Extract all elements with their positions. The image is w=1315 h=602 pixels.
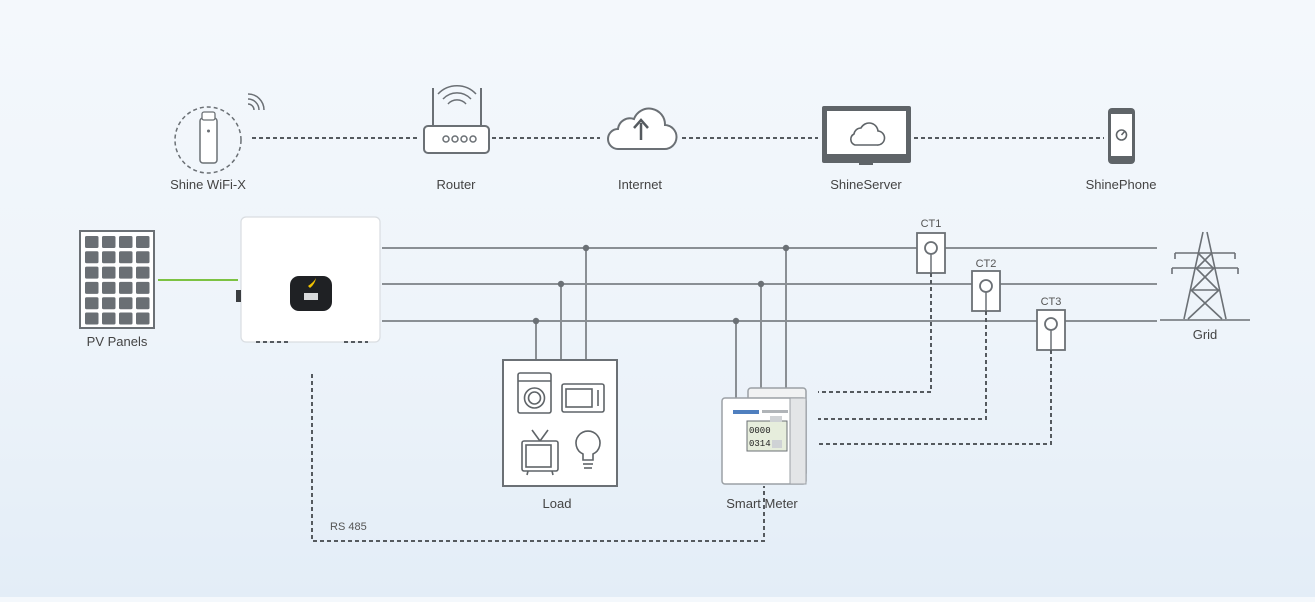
smart-meter-label: Smart Meter — [726, 496, 798, 511]
inverter-icon — [236, 216, 381, 343]
meter-display-line-2: 0314 — [749, 439, 771, 449]
solar-cell — [119, 266, 133, 279]
cloud-upload-icon — [607, 107, 678, 151]
solar-cell — [102, 266, 116, 279]
solar-panel-icon — [79, 230, 155, 329]
router-label: Router — [436, 177, 476, 192]
solar-cell — [119, 236, 133, 248]
solar-cell — [119, 312, 133, 325]
solar-cell — [85, 251, 99, 264]
solar-cell — [136, 312, 150, 325]
solar-cell — [136, 297, 150, 310]
wireless-signal-icon — [247, 93, 265, 111]
grid-tower-icon — [1160, 231, 1250, 321]
light-bulb-icon — [575, 430, 601, 469]
wifi-dongle-icon — [174, 106, 242, 174]
solar-cell — [136, 251, 150, 264]
solar-cell — [136, 281, 150, 294]
ac-power-lines — [382, 247, 1157, 402]
washing-machine-icon — [517, 372, 552, 414]
load-label: Load — [542, 496, 572, 511]
solar-cell — [85, 281, 99, 294]
smartphone-icon — [1108, 108, 1135, 164]
server-monitor-icon — [822, 106, 911, 165]
shine-phone-label: ShinePhone — [1085, 177, 1157, 192]
meter-display-line-1: 0000 — [749, 426, 771, 436]
ct2-label: CT2 — [975, 258, 997, 270]
ct3-sensor-icon — [1036, 309, 1066, 351]
solar-cell — [85, 266, 99, 279]
solar-cell — [102, 281, 116, 294]
ct3-label: CT3 — [1040, 296, 1062, 308]
grid-label: Grid — [1192, 327, 1218, 342]
solar-cell — [102, 236, 116, 248]
ct1-label: CT1 — [920, 218, 942, 230]
solar-cell — [136, 236, 150, 248]
rs485-label: RS 485 — [330, 521, 367, 533]
ct2-sensor-icon — [971, 270, 1001, 312]
ct1-sensor-icon — [916, 232, 946, 274]
ct-signal-links — [818, 273, 1052, 445]
junction-dots — [532, 244, 790, 325]
router-icon — [423, 85, 490, 154]
solar-cell — [102, 312, 116, 325]
smart-meter-icon: 0000 0314 — [721, 387, 807, 485]
solar-cell — [136, 266, 150, 279]
solar-cell — [85, 236, 99, 248]
solar-cell — [102, 251, 116, 264]
solar-cell — [85, 297, 99, 310]
solar-cell — [102, 297, 116, 310]
rs485-link — [311, 374, 765, 542]
television-icon — [521, 429, 559, 476]
solar-cell — [119, 297, 133, 310]
internet-label: Internet — [617, 177, 663, 192]
solar-cell — [119, 281, 133, 294]
microwave-icon — [561, 383, 605, 413]
pv-panels-label: PV Panels — [86, 334, 148, 349]
solar-cell — [85, 312, 99, 325]
solar-cell — [119, 251, 133, 264]
shine-server-label: ShineServer — [830, 177, 902, 192]
load-panel — [502, 359, 618, 487]
shine-wifi-label: Shine WiFi-X — [170, 177, 246, 192]
